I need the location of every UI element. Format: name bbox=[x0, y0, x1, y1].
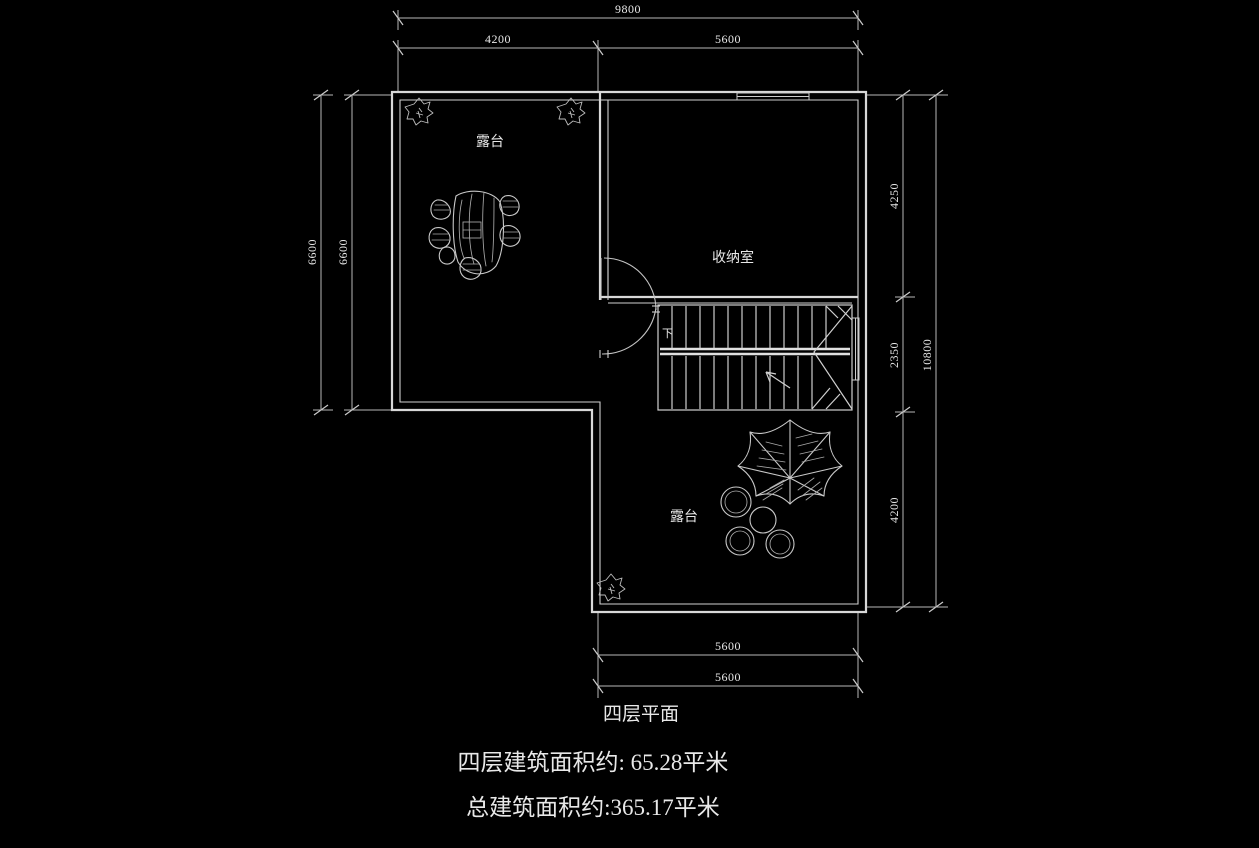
dim-left-outer: 6600 bbox=[305, 239, 319, 265]
staircase: 下 bbox=[657, 304, 853, 411]
dining-set bbox=[428, 190, 521, 280]
plan-title: 四层平面 bbox=[603, 704, 679, 725]
plant-bottom-left bbox=[596, 573, 626, 602]
plant-top-right bbox=[556, 97, 586, 126]
dim-right-seg-2: 2350 bbox=[887, 342, 901, 368]
window-top bbox=[736, 92, 810, 101]
floor-area-note: 四层建筑面积约: 65.28平米 bbox=[458, 750, 729, 775]
room-label-terrace-lower: 露台 bbox=[670, 509, 698, 525]
dim-right-seg-1: 4250 bbox=[887, 183, 901, 209]
dim-bottom-inner: 5600 bbox=[715, 670, 741, 684]
plant-top-left bbox=[404, 97, 434, 126]
room-label-storage: 收纳室 bbox=[712, 249, 754, 266]
stair-direction-label: 下 bbox=[662, 328, 673, 340]
room-label-terrace-upper: 露台 bbox=[476, 134, 504, 150]
dim-top-seg-2: 5600 bbox=[715, 32, 741, 46]
dimension-top: 9800 4200 5600 bbox=[392, 2, 864, 92]
patio-umbrella bbox=[720, 419, 843, 559]
door-storage-double bbox=[599, 257, 660, 358]
dim-top-seg-1: 4200 bbox=[485, 32, 511, 46]
dimension-bottom: 5600 5600 bbox=[592, 612, 864, 698]
dim-right-seg-3: 4200 bbox=[887, 497, 901, 523]
building-walls bbox=[390, 90, 868, 614]
total-area-note: 总建筑面积约:365.17平米 bbox=[466, 795, 720, 820]
dim-bottom-outer: 5600 bbox=[715, 639, 741, 653]
dimension-left: 6600 6600 bbox=[305, 89, 392, 416]
dim-right-outer: 10800 bbox=[920, 339, 934, 372]
dim-left-inner: 6600 bbox=[336, 239, 350, 265]
dim-top-outer: 9800 bbox=[615, 2, 641, 16]
dimension-right: 4250 2350 4200 10800 bbox=[866, 89, 948, 613]
